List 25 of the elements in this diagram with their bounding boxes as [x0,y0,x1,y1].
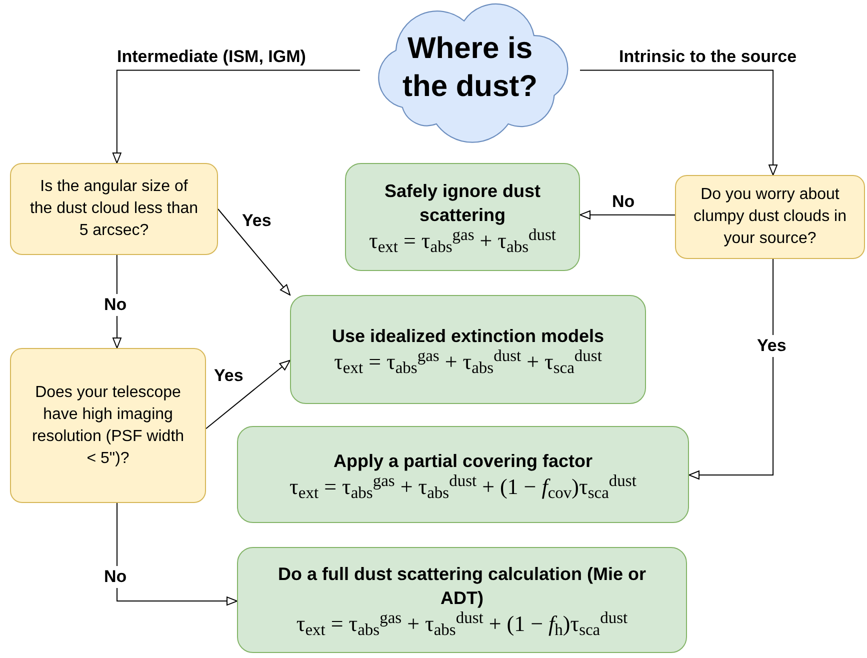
arrow [116,502,238,606]
action-box [237,547,687,653]
edge-label: No [102,566,129,588]
edge-label: Yes [755,335,788,357]
question-box [10,348,206,503]
question-box [10,163,218,255]
arrow [688,258,774,480]
action-box [345,163,580,271]
arrow [218,208,290,296]
action-title: Safely ignore dust scattering [383,180,542,228]
arrow [580,70,778,176]
action-title: Apply a partial covering factor [333,450,593,473]
question-text: Is the angular size of the dust cloud less than 5 arcsec? [28,177,200,241]
action-title: Do a full dust scattering calculation (Mie or ADT) [276,563,648,610]
action-title: Use idealized extinction models [332,324,604,348]
action-box [290,295,646,404]
action-box [237,426,689,523]
question-text: Does your telescope have high imaging resolution (PSF width < 5")? [30,382,186,468]
arrow [580,210,676,220]
cloud-title: Where is the dust? [402,30,538,104]
edge-label: No [102,294,129,316]
arrow [112,70,360,164]
arrow [206,360,290,430]
question-text: Do you worry about clumpy dust clouds in your source? [692,185,848,249]
question-box [675,175,865,259]
